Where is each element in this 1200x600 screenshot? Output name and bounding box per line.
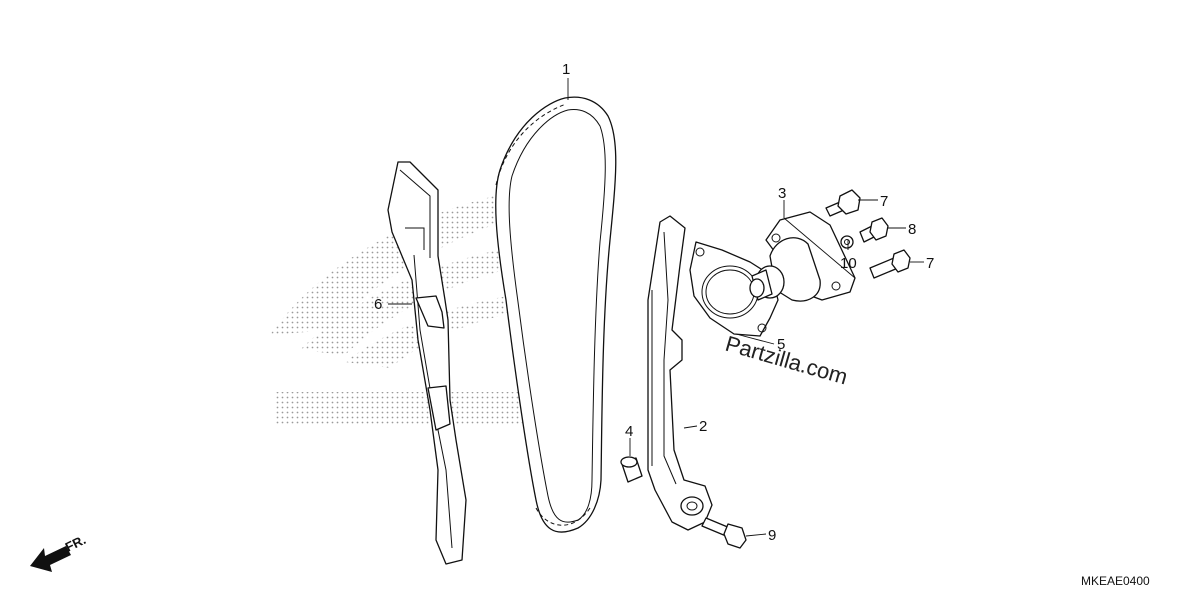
- diagram-code: MKEAE0400: [1081, 574, 1150, 588]
- callout-2: 2: [699, 418, 707, 435]
- callout-7-lower: 7: [926, 255, 934, 272]
- cam-chain-tensioner-slipper: [647, 215, 713, 531]
- leader-lines: [388, 78, 924, 537]
- callout-1: 1: [562, 61, 570, 78]
- cam-chain-guide-slipper: [387, 161, 467, 565]
- flange-bolt-upper: [825, 189, 861, 217]
- tensioner-gasket: [689, 241, 779, 337]
- callout-3: 3: [778, 185, 786, 202]
- callout-5: 5: [777, 336, 785, 353]
- callout-4: 4: [625, 423, 633, 440]
- cam-chain: [495, 96, 617, 533]
- flange-bolt-lower: [869, 249, 911, 279]
- callout-9: 9: [768, 527, 776, 544]
- callout-7-upper: 7: [880, 193, 888, 210]
- callout-10: 10: [840, 255, 857, 272]
- cam-chain-tensioner-lifter: [749, 211, 856, 302]
- sealing-bolt: [859, 217, 889, 243]
- callout-8: 8: [908, 221, 916, 238]
- partzilla-watermark: Partzilla.com: [723, 331, 851, 390]
- pivot-collar-bolt: [620, 456, 643, 483]
- sealing-washer: [840, 235, 854, 249]
- callout-6: 6: [374, 296, 382, 313]
- front-direction-arrow: FR.: [30, 532, 88, 572]
- tensioner-pivot-bolt: [701, 517, 747, 549]
